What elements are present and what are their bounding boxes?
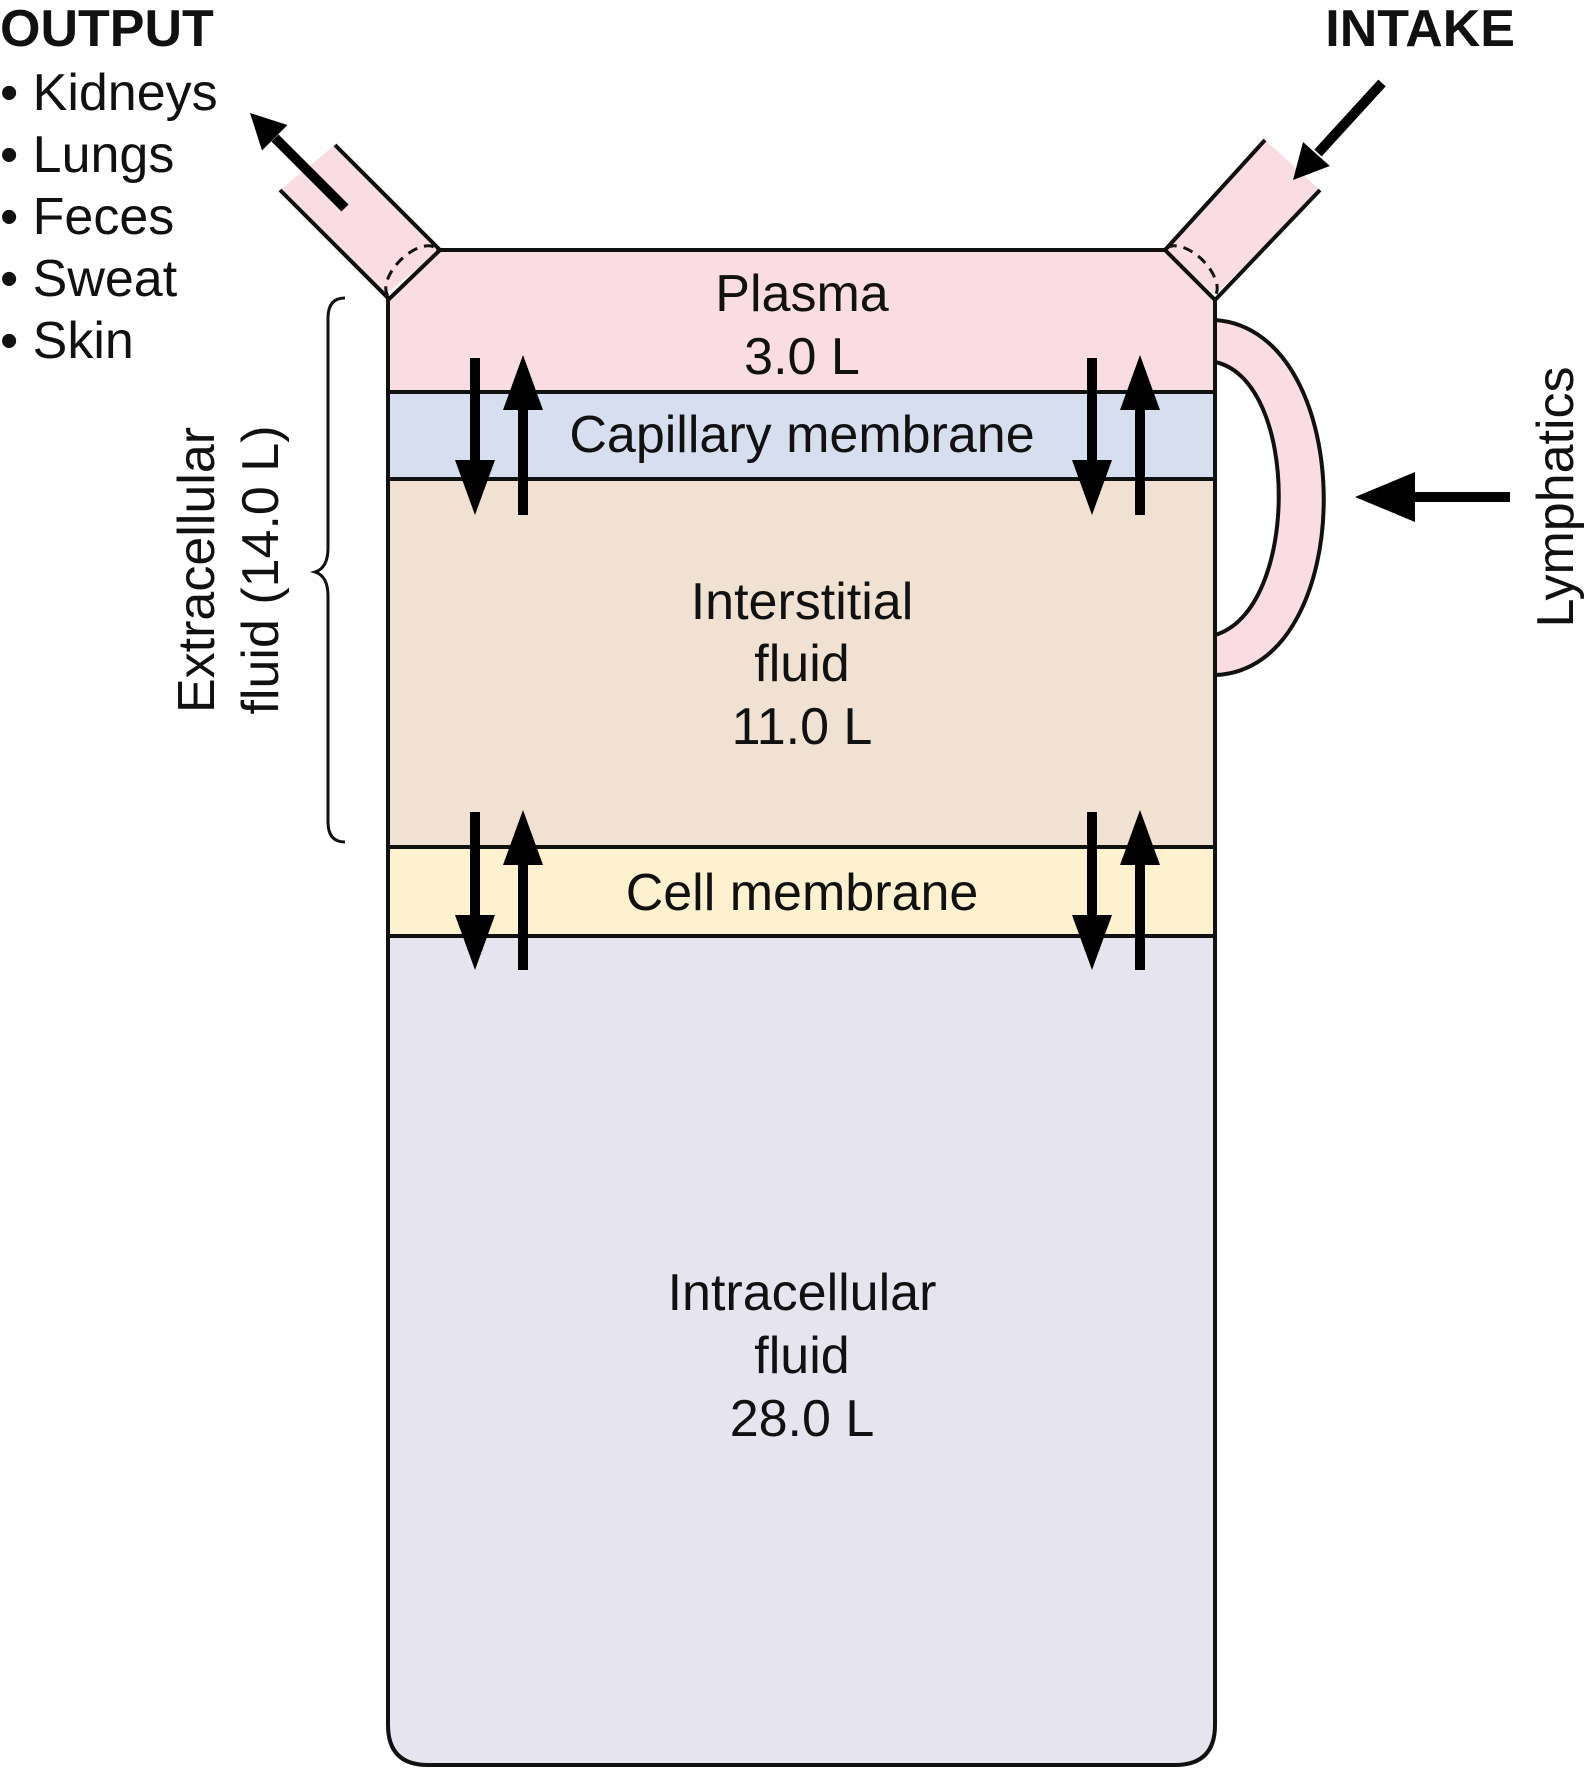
output-heading: OUTPUT bbox=[0, 0, 214, 58]
intracellular-volume: 28.0 L bbox=[730, 1390, 875, 1448]
lymphatics-label: Lymphatics bbox=[1527, 366, 1584, 627]
lymphatics-handle bbox=[1213, 317, 1326, 678]
interstitial-volume: 11.0 L bbox=[732, 698, 873, 756]
extracellular-bracket bbox=[309, 296, 346, 844]
intake-heading: INTAKE bbox=[1325, 0, 1515, 58]
interstitial-region bbox=[388, 479, 1215, 847]
capillary-exchange-arrows bbox=[455, 355, 1160, 515]
output-item-lungs: • Lungs bbox=[0, 126, 174, 184]
interstitial-label-line2: fluid bbox=[754, 635, 849, 693]
cell-membrane-label: Cell membrane bbox=[626, 864, 979, 922]
intracellular-region bbox=[388, 936, 1215, 1765]
output-list: • Kidneys • Lungs • Feces • Sweat • Skin bbox=[0, 64, 218, 370]
container-outline bbox=[386, 248, 1217, 1767]
output-item-kidneys: • Kidneys bbox=[0, 64, 218, 122]
plasma-volume: 3.0 L bbox=[744, 328, 860, 386]
intake-spout-fill bbox=[1165, 140, 1320, 295]
capillary-membrane-label: Capillary membrane bbox=[569, 406, 1034, 464]
extracellular-label-line2: fluid (14.0 L) bbox=[232, 425, 290, 714]
intake-arrow bbox=[1293, 79, 1386, 180]
intake-spout bbox=[1161, 138, 1322, 302]
output-item-feces: • Feces bbox=[0, 188, 174, 246]
output-arrow bbox=[250, 113, 349, 212]
plasma-label: Plasma bbox=[715, 265, 888, 323]
extracellular-label-line1: Extracellular bbox=[168, 427, 226, 713]
interstitial-label-line1: Interstitial bbox=[691, 573, 914, 631]
output-item-skin: • Skin bbox=[0, 312, 134, 370]
cell-exchange-arrows bbox=[455, 810, 1160, 970]
output-item-sweat: • Sweat bbox=[0, 250, 178, 308]
lymphatics-arrow bbox=[1355, 472, 1510, 522]
intracellular-label-line2: fluid bbox=[754, 1327, 849, 1385]
intracellular-label-line1: Intracellular bbox=[668, 1264, 937, 1322]
